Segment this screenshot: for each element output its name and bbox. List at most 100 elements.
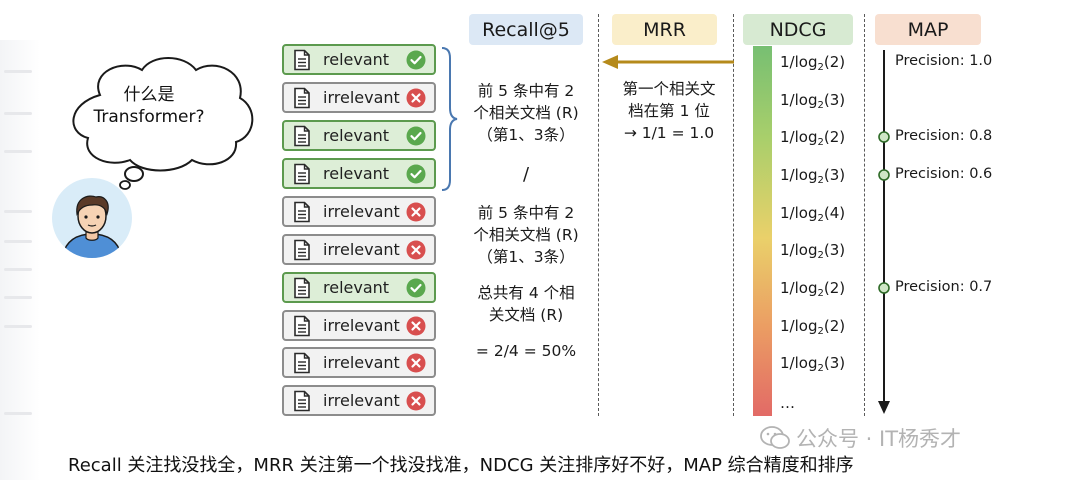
- ndcg-rank-arg: (3): [823, 354, 846, 372]
- recall-numerator-line: 前 5 条中有 2: [477, 82, 575, 100]
- mrr-line: 档在第 1 位: [628, 102, 710, 120]
- ndcg-prefix: 1/log: [780, 241, 818, 259]
- check-icon: [406, 50, 426, 70]
- ndcg-log-base: 2: [817, 213, 824, 224]
- ndcg-prefix: 1/log: [780, 354, 818, 372]
- ndcg-rank-arg: (2): [823, 279, 846, 297]
- ndcg-discount-label: 1/log2(2): [780, 53, 845, 73]
- ndcg-rank-arg: (4): [823, 204, 846, 222]
- recall-denominator: 前 5 条中有 2 个相关文档 (R) （第1、3条）: [462, 202, 590, 268]
- recall-total-line: 总共有 4 个相: [477, 284, 575, 302]
- document-label: relevant: [323, 126, 390, 145]
- ndcg-rank-arg: (3): [823, 91, 846, 109]
- map-header: MAP: [875, 14, 981, 45]
- document-label: irrelevant: [323, 353, 400, 372]
- cross-icon: [406, 391, 426, 411]
- recall-total: 总共有 4 个相 关文档 (R): [462, 282, 590, 326]
- document-label: irrelevant: [323, 88, 400, 107]
- ndcg-discount-label: 1/log2(3): [780, 166, 845, 186]
- ndcg-log-base: 2: [817, 250, 824, 261]
- document-icon: [292, 352, 312, 374]
- watermark: 公众号 · IT杨秀才: [760, 423, 961, 453]
- document-label: relevant: [323, 50, 390, 69]
- ndcg-prefix: 1/log: [780, 204, 818, 222]
- document-label: irrelevant: [323, 316, 400, 335]
- ndcg-log-base: 2: [817, 363, 824, 374]
- cross-icon: [406, 316, 426, 336]
- recall-numerator-line: 个相关文档 (R): [473, 104, 579, 122]
- ndcg-rank-arg: (2): [823, 128, 846, 146]
- ndcg-prefix: 1/log: [780, 279, 818, 297]
- recall-numerator: 前 5 条中有 2 个相关文档 (R) （第1、3条）: [462, 80, 590, 146]
- document-icon: [292, 201, 312, 223]
- mrr-line: → 1/1 = 1.0: [623, 124, 715, 142]
- user-avatar-icon: [52, 178, 132, 258]
- map-precision-label: Precision: 0.7: [895, 279, 993, 295]
- ndcg-gradient-bar: [753, 46, 772, 416]
- ndcg-log-base: 2: [817, 62, 824, 73]
- question-line-2: Transformer?: [93, 107, 205, 127]
- map-precision-label: Precision: 1.0: [895, 53, 993, 69]
- mrr-arrow-icon: [602, 55, 734, 69]
- document-item-irrelevant: irrelevant: [282, 310, 436, 341]
- ndcg-discount-label: 1/log2(4): [780, 204, 845, 224]
- check-icon: [406, 126, 426, 146]
- document-label: relevant: [323, 278, 390, 297]
- cross-icon: [406, 88, 426, 108]
- ndcg-prefix: 1/log: [780, 317, 818, 335]
- document-item-irrelevant: irrelevant: [282, 347, 436, 378]
- ndcg-header: NDCG: [743, 14, 853, 45]
- ndcg-rank-arg: (3): [823, 166, 846, 184]
- background-sidebar-remnant: [0, 40, 40, 480]
- document-icon: [292, 315, 312, 337]
- cross-icon: [406, 202, 426, 222]
- ndcg-log-base: 2: [817, 175, 824, 186]
- ndcg-prefix: 1/log: [780, 53, 818, 71]
- ndcg-log-base: 2: [817, 137, 824, 148]
- mrr-line: 第一个相关文: [622, 80, 716, 98]
- wechat-icon: [760, 426, 790, 449]
- document-icon: [292, 239, 312, 261]
- ndcg-rank-arg: (3): [823, 241, 846, 259]
- cross-icon: [406, 353, 426, 373]
- watermark-text: 公众号 · IT杨秀才: [796, 427, 962, 451]
- document-item-relevant: relevant: [282, 272, 436, 303]
- ndcg-prefix: 1/log: [780, 91, 818, 109]
- recall-divider: /: [522, 164, 530, 185]
- document-label: irrelevant: [323, 391, 400, 410]
- map-precision-label: Precision: 0.6: [895, 166, 993, 182]
- mrr-explanation: 第一个相关文 档在第 1 位 → 1/1 = 1.0: [606, 78, 732, 144]
- recall-numerator-line: （第1、3条）: [477, 126, 575, 144]
- ndcg-log-base: 2: [817, 326, 824, 337]
- document-icon: [292, 49, 312, 71]
- ndcg-log-base: 2: [817, 100, 824, 111]
- document-item-irrelevant: irrelevant: [282, 82, 436, 113]
- document-item-relevant: relevant: [282, 44, 436, 75]
- document-item-irrelevant: irrelevant: [282, 196, 436, 227]
- recall-header: Recall@5: [469, 14, 583, 45]
- ndcg-log-base: 2: [817, 288, 824, 299]
- document-icon: [292, 125, 312, 147]
- question-line-1: 什么是: [123, 85, 175, 105]
- recall-denominator-line: （第1、3条）: [477, 248, 575, 266]
- ndcg-discount-label: 1/log2(3): [780, 241, 845, 261]
- column-separator: [864, 14, 865, 416]
- document-label: relevant: [323, 164, 390, 183]
- document-label: irrelevant: [323, 202, 400, 221]
- document-label: irrelevant: [323, 240, 400, 259]
- thought-bubble-icon: [72, 57, 254, 190]
- column-separator: [733, 14, 734, 416]
- map-precision-label: Precision: 0.8: [895, 128, 993, 144]
- summary-caption: Recall 关注找没找全，MRR 关注第一个找没找准，NDCG 关注排序好不好…: [68, 455, 854, 476]
- ndcg-discount-label: 1/log2(3): [780, 91, 845, 111]
- check-icon: [406, 278, 426, 298]
- document-item-relevant: relevant: [282, 120, 436, 151]
- recall-denominator-line: 前 5 条中有 2: [477, 204, 575, 222]
- map-rank-axis: [878, 50, 890, 414]
- question-text: 什么是 Transformer?: [80, 84, 218, 128]
- ndcg-prefix: 1/log: [780, 128, 818, 146]
- recall-denominator-line: 个相关文档 (R): [473, 226, 579, 244]
- ndcg-discount-label: 1/log2(2): [780, 317, 845, 337]
- ndcg-prefix: 1/log: [780, 166, 818, 184]
- ndcg-rank-arg: (2): [823, 317, 846, 335]
